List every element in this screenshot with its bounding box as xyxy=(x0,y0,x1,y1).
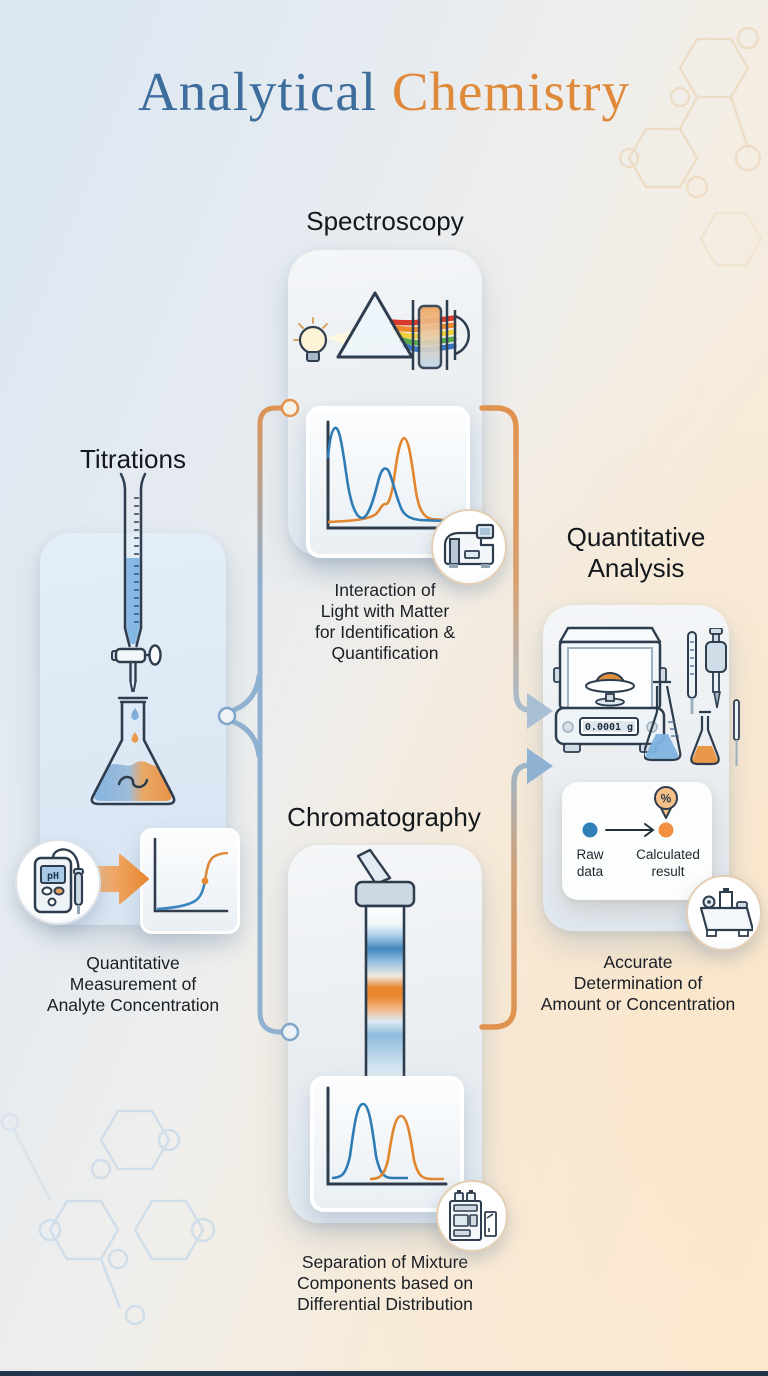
qa-caption: Accurate Determination of Amount or Conc… xyxy=(540,952,736,1014)
prism-icon xyxy=(336,291,414,359)
svg-text:pH: pH xyxy=(47,871,59,882)
title-part-orange: Chemistry xyxy=(391,61,630,122)
chromatography-caption: Separation of Mixture Components based o… xyxy=(296,1252,474,1314)
volumetric-flask-blue xyxy=(644,680,682,762)
lightbulb-icon xyxy=(293,317,328,362)
micropipette-icon xyxy=(705,628,727,709)
titration-curve-chart xyxy=(153,837,229,913)
spectrum-chart xyxy=(326,420,452,530)
detector-icon xyxy=(453,310,470,360)
bottom-accent-bar xyxy=(0,1371,768,1376)
titrations-caption: Quantitative Measurement of Analyte Conc… xyxy=(46,953,220,1015)
column-inlet xyxy=(356,848,392,886)
blue-drop-icon xyxy=(131,708,139,721)
ph-meter-icon: pH xyxy=(33,848,84,914)
weighing-dish xyxy=(585,679,635,693)
result-box: % Raw data Calculated result xyxy=(562,782,712,900)
titration-curve-panel xyxy=(140,828,240,934)
spectrum-chart-panel xyxy=(306,406,470,558)
orange-drop-icon xyxy=(131,732,139,743)
spectrophotometer-badge xyxy=(431,509,507,585)
erlenmeyer-flask-icon xyxy=(90,696,176,806)
page-title: Analytical Chemistry xyxy=(0,60,768,123)
column-top-cap xyxy=(354,880,416,908)
calculated-result-dot xyxy=(658,822,674,838)
graduated-pipette-icon xyxy=(687,631,697,714)
qa-heading: Quantitative Analysis xyxy=(566,522,706,583)
swirl-icon xyxy=(117,775,149,789)
spectroscopy-illustration xyxy=(293,291,470,370)
analytical-balance-icon: 0.0001 g xyxy=(553,626,667,753)
result-diagram: % xyxy=(582,786,678,838)
raw-data-label: Raw data xyxy=(576,847,604,879)
hplc-instrument-icon xyxy=(449,1190,497,1241)
stirring-rod-icon xyxy=(733,699,740,766)
raw-data-dot xyxy=(582,822,598,838)
burette-icon xyxy=(111,472,162,693)
spectroscopy-caption: Interaction of Light with Matter for Ide… xyxy=(314,580,456,663)
molecule-motif xyxy=(618,26,763,267)
calculated-result-label: Calculated result xyxy=(636,847,700,879)
ph-meter-badge: pH xyxy=(15,839,101,925)
erlenmeyer-flask-orange xyxy=(690,710,720,766)
chromatogram-panel xyxy=(310,1076,464,1212)
glassware-icon xyxy=(644,628,740,766)
mass-spectrometer-badge xyxy=(686,875,762,951)
chromatogram-chart xyxy=(326,1086,448,1186)
titrations-heading: Titrations xyxy=(80,444,186,474)
chromatography-heading: Chromatography xyxy=(287,802,481,832)
molecule-motif xyxy=(0,1109,216,1326)
right-arrow-icon xyxy=(605,823,655,837)
hplc-badge xyxy=(436,1180,508,1252)
cuvette-icon xyxy=(411,300,449,370)
mass-spectrometer-icon xyxy=(699,888,753,937)
title-part-blue: Analytical xyxy=(138,61,392,122)
block-arrow-icon xyxy=(94,854,149,904)
svg-text:%: % xyxy=(661,792,672,806)
spectrophotometer-icon xyxy=(443,523,495,568)
spectroscopy-heading: Spectroscopy xyxy=(306,206,464,236)
balance-reading: 0.0001 g xyxy=(585,722,633,733)
burette-flask-illustration xyxy=(90,472,176,806)
